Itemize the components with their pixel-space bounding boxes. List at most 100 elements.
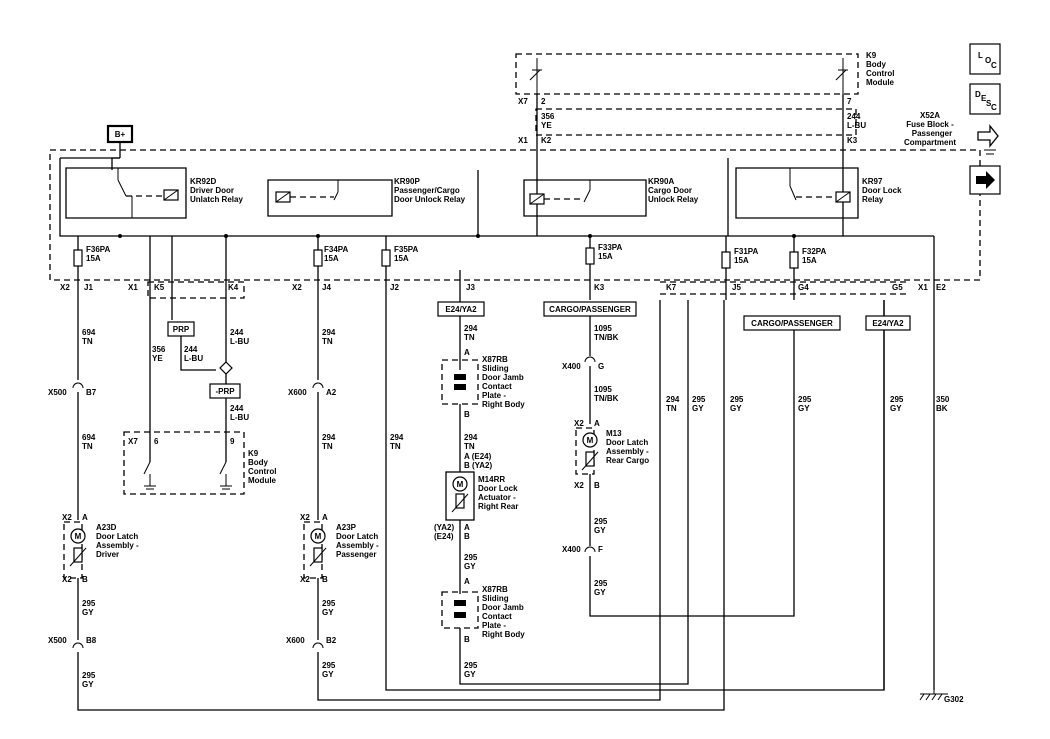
svg-text:M14RR: M14RR: [478, 475, 505, 484]
svg-text:L-BU: L-BU: [184, 354, 203, 363]
svg-text:295: 295: [692, 395, 706, 404]
svg-text:Contact: Contact: [482, 382, 512, 391]
svg-text:F36PA: F36PA: [86, 245, 111, 254]
svg-text:X600: X600: [288, 388, 307, 397]
bcm-mid-module: K9 Body Control Module: [123, 431, 277, 495]
svg-text:1095: 1095: [594, 385, 612, 394]
svg-text:GY: GY: [890, 404, 902, 413]
svg-text:(E24): (E24): [434, 532, 454, 541]
svg-text:Passenger: Passenger: [912, 129, 952, 138]
svg-text:X87RB: X87RB: [482, 585, 508, 594]
connector-view-icon[interactable]: [977, 124, 999, 155]
svg-text:X2: X2: [292, 283, 302, 292]
battery-positive-label: B+: [115, 130, 126, 139]
svg-text:TN: TN: [322, 337, 333, 346]
svg-text:244: 244: [230, 328, 244, 337]
svg-text:9: 9: [230, 437, 235, 446]
location-button[interactable]: L O C: [969, 43, 1001, 75]
svg-text:294: 294: [464, 324, 478, 333]
svg-text:Door Latch: Door Latch: [96, 532, 138, 541]
option-e24ya2-a: [437, 301, 485, 317]
svg-text:Control: Control: [866, 69, 894, 78]
svg-text:X1: X1: [128, 283, 138, 292]
svg-text:S: S: [986, 99, 992, 108]
relay-kr97: KR97 Door Lock Relay: [735, 167, 902, 219]
svg-text:GY: GY: [594, 588, 606, 597]
svg-text:J2: J2: [390, 283, 399, 292]
relay-kr90p: KR90P Passenger/Cargo Door Unlock Relay: [267, 177, 466, 217]
fuse-f33pa: F33PA 15A: [585, 236, 623, 300]
svg-text:356: 356: [152, 345, 166, 354]
svg-text:GY: GY: [594, 526, 606, 535]
fuse-block-id: X52A: [920, 111, 940, 120]
relay-kr92d: KR92D Driver Door Unlatch Relay: [65, 167, 243, 219]
svg-text:A2: A2: [326, 388, 337, 397]
svg-text:356: 356: [541, 112, 555, 121]
svg-text:B2: B2: [326, 636, 337, 645]
svg-text:Door Lock: Door Lock: [862, 186, 902, 195]
svg-text:CARGO/PASSENGER: CARGO/PASSENGER: [751, 319, 833, 328]
svg-text:244: 244: [847, 112, 861, 121]
svg-text:Sliding: Sliding: [482, 594, 509, 603]
svg-text:X1: X1: [518, 136, 528, 145]
svg-text:7: 7: [847, 97, 852, 106]
svg-text:TN: TN: [464, 333, 475, 342]
svg-text:J1: J1: [84, 283, 93, 292]
svg-text:B7: B7: [86, 388, 97, 397]
svg-text:X500: X500: [48, 636, 67, 645]
svg-text:C: C: [991, 103, 997, 112]
svg-text:295: 295: [464, 553, 478, 562]
svg-text:G5: G5: [892, 283, 903, 292]
svg-text:A: A: [322, 513, 328, 522]
svg-text:295: 295: [890, 395, 904, 404]
svg-text:F33PA: F33PA: [598, 243, 623, 252]
svg-text:Right Body: Right Body: [482, 400, 525, 409]
svg-text:Actuator -: Actuator -: [478, 493, 516, 502]
svg-text:B: B: [464, 532, 470, 541]
svg-text:F35PA: F35PA: [394, 245, 419, 254]
svg-text:X500: X500: [48, 388, 67, 397]
svg-text:GY: GY: [82, 608, 94, 617]
option-e24ya2-b: [865, 315, 911, 331]
svg-text:Assembly -: Assembly -: [96, 541, 139, 550]
svg-text:295: 295: [464, 661, 478, 670]
svg-text:Passenger/Cargo: Passenger/Cargo: [394, 186, 460, 195]
conn-x7-top: X7: [518, 97, 528, 106]
svg-text:PRP: PRP: [173, 325, 190, 334]
description-button[interactable]: D E S C: [969, 83, 1001, 115]
svg-text:A: A: [464, 523, 470, 532]
svg-text:TN: TN: [666, 404, 677, 413]
svg-text:A: A: [464, 577, 470, 586]
svg-text:E2: E2: [936, 283, 946, 292]
fuse-f34pa: F34PA 15A: [313, 236, 349, 300]
svg-text:X2: X2: [300, 575, 310, 584]
svg-text:294: 294: [464, 433, 478, 442]
relay-kr97-id: KR97: [862, 177, 883, 186]
svg-text:TN: TN: [82, 337, 93, 346]
svg-text:Unlock Relay: Unlock Relay: [648, 195, 699, 204]
svg-text:O: O: [985, 56, 991, 65]
svg-text:295: 295: [730, 395, 744, 404]
door-lock-actuator-m14rr: A (E24) B (YA2) M M14RR Door Lock Actuat…: [434, 452, 518, 541]
svg-text:X1: X1: [918, 283, 928, 292]
svg-text:X400: X400: [562, 545, 581, 554]
svg-text:F: F: [598, 545, 603, 554]
svg-text:X2: X2: [60, 283, 70, 292]
svg-text:B: B: [464, 635, 470, 644]
svg-text:A: A: [594, 419, 600, 428]
svg-text:YE: YE: [541, 121, 552, 130]
svg-text:294: 294: [390, 433, 404, 442]
svg-text:M: M: [75, 532, 82, 541]
svg-text:GY: GY: [464, 562, 476, 571]
next-arrow-button[interactable]: [969, 165, 1001, 195]
svg-text:294: 294: [322, 433, 336, 442]
svg-text:15A: 15A: [598, 252, 613, 261]
svg-text:L: L: [978, 51, 983, 60]
svg-text:Plate -: Plate -: [482, 621, 506, 630]
svg-text:A (E24): A (E24): [464, 452, 492, 461]
svg-text:L-BU: L-BU: [230, 337, 249, 346]
svg-text:A23D: A23D: [96, 523, 117, 532]
svg-text:Unlatch Relay: Unlatch Relay: [190, 195, 243, 204]
svg-text:Door Latch: Door Latch: [606, 438, 648, 447]
